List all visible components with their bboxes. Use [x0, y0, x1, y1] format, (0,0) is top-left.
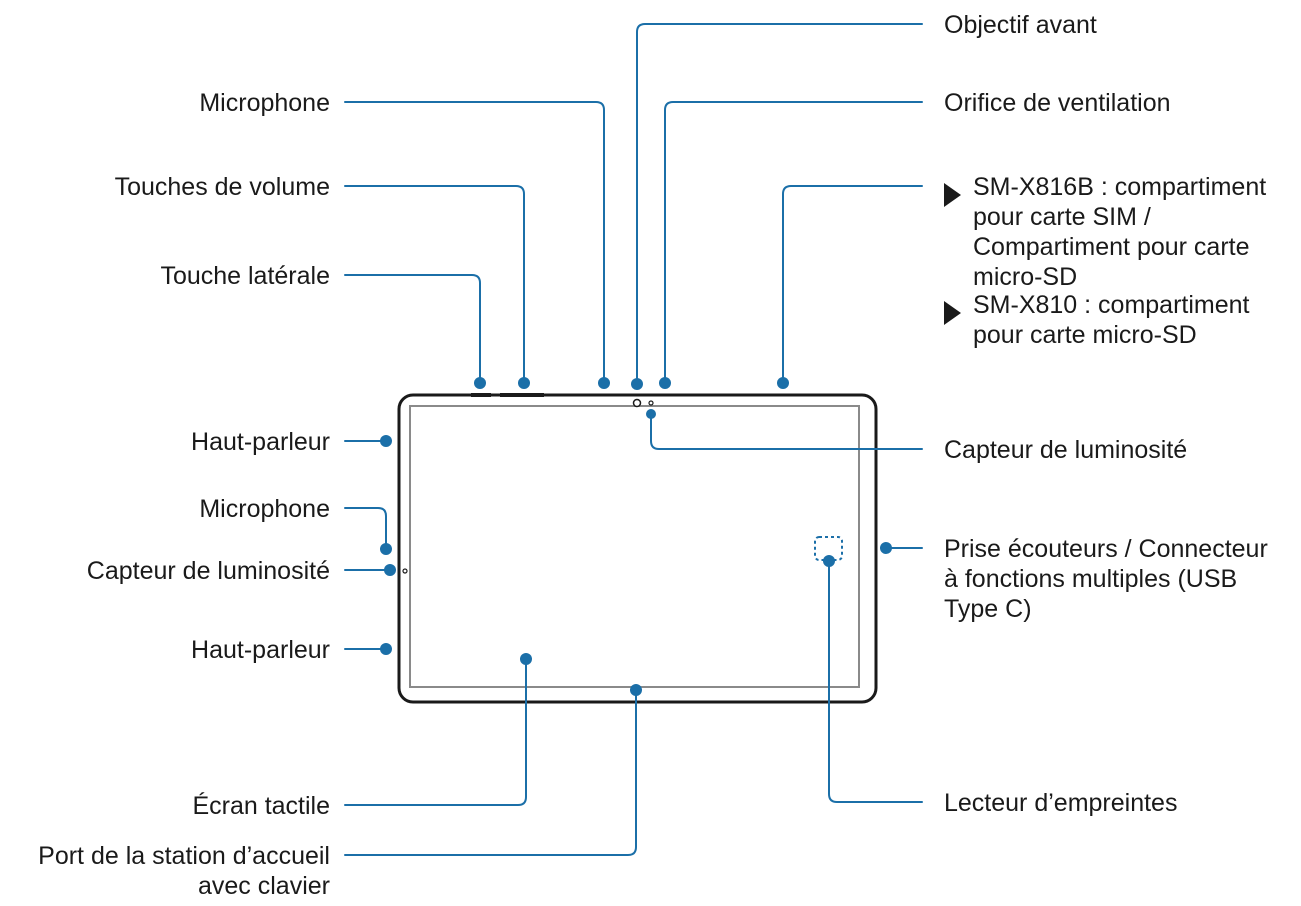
dot-fingerprint: [823, 555, 835, 567]
leader-front-camera: [636, 23, 923, 379]
label-dock-port-line2: avec clavier: [198, 872, 330, 900]
label-tray-1-line1: SM-X816B : compartiment: [973, 173, 1266, 201]
label-light-sensor-top: Capteur de luminosité: [944, 436, 1187, 464]
label-side-key: Touche latérale: [160, 262, 330, 290]
leader-fingerprint: [828, 560, 923, 803]
label-dock-port-line1: Port de la station d’accueil: [38, 842, 330, 870]
label-microphone-top: Microphone: [199, 89, 330, 117]
dot-microphone-left: [380, 543, 392, 555]
leader-side-key: [344, 274, 481, 383]
front-camera: [632, 398, 642, 408]
label-tray-2-line2: pour carte micro-SD: [973, 321, 1197, 349]
side-key: [471, 393, 491, 397]
bullet-icon: [944, 183, 961, 207]
label-speaker-top: Haut-parleur: [191, 428, 330, 456]
tablet-outline: [397, 393, 878, 704]
bullet-icon: [944, 301, 961, 325]
dot-tray: [777, 377, 789, 389]
dot-volume-keys: [518, 377, 530, 389]
leader-light-sensor-top: [650, 413, 923, 450]
label-tray-2-line1: SM-X810 : compartiment: [973, 291, 1250, 319]
label-earphone-jack-line3: Type C): [944, 595, 1032, 623]
dot-vent-hole: [659, 377, 671, 389]
label-volume-keys: Touches de volume: [115, 173, 330, 201]
dot-side-key: [474, 377, 486, 389]
label-earphone-jack-line1: Prise écouteurs / Connecteur: [944, 535, 1268, 563]
label-touchscreen: Écran tactile: [192, 791, 330, 820]
label-tray-1-line2: pour carte SIM /: [973, 203, 1151, 231]
leader-dock-port: [344, 689, 637, 856]
leader-tray: [782, 185, 923, 383]
leader-touchscreen: [344, 658, 527, 806]
label-light-sensor-left: Capteur de luminosité: [87, 557, 330, 585]
label-speaker-bottom: Haut-parleur: [191, 636, 330, 664]
label-tray-1-line4: micro-SD: [973, 263, 1077, 291]
label-earphone-jack-line2: à fonctions multiples (USB: [944, 565, 1237, 593]
leader-vent-hole: [664, 101, 923, 383]
dot-speaker-bottom: [380, 643, 392, 655]
dot-front-camera: [631, 378, 643, 390]
dot-light-sensor-left: [384, 564, 396, 576]
dot-microphone-top: [598, 377, 610, 389]
label-tray-1-line3: Compartiment pour carte: [973, 233, 1250, 261]
label-fingerprint: Lecteur d’empreintes: [944, 789, 1177, 817]
volume-key: [500, 393, 544, 397]
leader-microphone-left: [344, 507, 387, 550]
dot-light-sensor-top: [646, 409, 656, 419]
dot-earphone-jack: [880, 542, 892, 554]
label-microphone-left: Microphone: [199, 495, 330, 523]
dot-speaker-top: [380, 435, 392, 447]
light-sensor-top: [648, 400, 654, 406]
label-vent-hole: Orifice de ventilation: [944, 89, 1171, 117]
light-sensor-left: [402, 568, 408, 574]
leader-microphone-top: [344, 101, 605, 383]
dot-touchscreen: [520, 653, 532, 665]
dot-dock-port: [630, 684, 642, 696]
label-front-camera: Objectif avant: [944, 11, 1097, 39]
leader-volume-keys: [344, 185, 525, 383]
